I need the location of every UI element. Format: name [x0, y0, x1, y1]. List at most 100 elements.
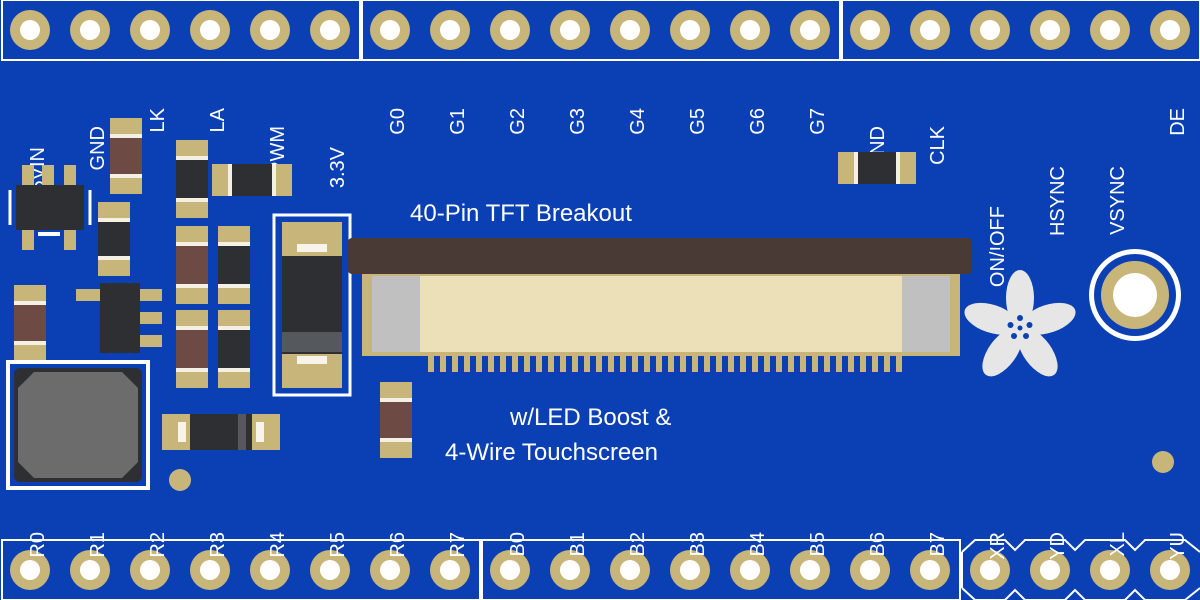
top-pin-label: G2 — [507, 108, 529, 135]
bottom-pin-row — [10, 550, 1190, 590]
bottom-pin-label: B2 — [627, 532, 649, 556]
capacitor-c5 — [380, 382, 412, 458]
bottom-pin-r2 — [130, 550, 170, 590]
top-pin-label: G4 — [627, 108, 649, 135]
bottom-pin-r1 — [70, 550, 110, 590]
top-pin-gnd — [850, 10, 890, 50]
top-pin-label: G0 — [387, 108, 409, 135]
bottom-pin-label: B7 — [927, 532, 949, 556]
top-pin-3-3v — [310, 10, 350, 50]
bottom-pin-label: B5 — [807, 532, 829, 556]
bottom-pin-label: R3 — [207, 532, 229, 558]
sot23-5-ic — [76, 283, 162, 353]
bottom-pin-b1 — [550, 550, 590, 590]
boost-inductor — [6, 360, 150, 490]
top-pin-g1 — [430, 10, 470, 50]
top-pin-label: G5 — [687, 108, 709, 135]
bottom-pin-label: R2 — [147, 532, 169, 558]
top-pin-pwm — [250, 10, 290, 50]
bottom-header-outlines — [1, 539, 1200, 600]
top-header-outlines — [1, 0, 1200, 61]
board-title: 40-Pin TFT Breakout — [410, 200, 632, 227]
top-pin-g0 — [370, 10, 410, 50]
resistor-r5 — [176, 310, 208, 388]
bottom-pin-label: R7 — [447, 532, 469, 558]
bottom-pin-label: B3 — [687, 532, 709, 556]
bottom-pin-label: R4 — [267, 532, 289, 558]
top-pin-la — [190, 10, 230, 50]
touch-header-outline — [961, 539, 1200, 600]
top-pin-clk — [910, 10, 950, 50]
bottom-pin-yu — [1150, 550, 1190, 590]
bottom-pin-r3 — [190, 550, 230, 590]
bottom-pin-r4 — [250, 550, 290, 590]
capacitor-c3 — [218, 226, 250, 304]
top-pin-label: G7 — [807, 108, 829, 135]
bottom-pin-b4 — [730, 550, 770, 590]
top-pin-label: CLK — [927, 125, 949, 165]
board-subtitle-line2: 4-Wire Touchscreen — [445, 439, 658, 466]
bottom-pin-b5 — [790, 550, 830, 590]
bottom-pin-xl — [1090, 550, 1130, 590]
top-pin-g5 — [670, 10, 710, 50]
bottom-pin-yd — [1030, 550, 1070, 590]
top-pin-label: G1 — [447, 108, 469, 135]
capacitor-c4 — [218, 310, 250, 388]
top-pin-label: HSYNC — [1047, 166, 1069, 236]
bottom-pin-label: R5 — [327, 532, 349, 558]
resistor-r1 — [110, 118, 142, 194]
bottom-pin-r6 — [370, 550, 410, 590]
top-pin-g3 — [550, 10, 590, 50]
bottom-pin-b6 — [850, 550, 890, 590]
resistor-r4 — [176, 226, 208, 304]
capacitor-c2 — [176, 140, 208, 218]
top-pin-label: G6 — [747, 108, 769, 135]
top-pin-5vin — [10, 10, 50, 50]
top-pin-lk — [130, 10, 170, 50]
top-pin-g6 — [730, 10, 770, 50]
capacitor-c1 — [98, 202, 130, 276]
fiducial-right — [1152, 451, 1174, 473]
top-pin-vsync — [1090, 10, 1130, 50]
top-pin-label: LA — [207, 107, 229, 132]
top-pin-gnd — [70, 10, 110, 50]
top-pin-label: DE — [1167, 108, 1189, 136]
top-pin-label: 3.3V — [327, 146, 349, 188]
bottom-pin-label: B0 — [507, 532, 529, 556]
fiducial-left — [169, 469, 191, 491]
bottom-pin-b0 — [490, 550, 530, 590]
bottom-pin-r5 — [310, 550, 350, 590]
top-pin-label: PWM — [267, 126, 289, 175]
mounting-hole-icon — [1089, 249, 1181, 341]
top-pin-hsync — [1030, 10, 1070, 50]
bottom-pin-label: R6 — [387, 532, 409, 558]
bottom-pin-r0 — [10, 550, 50, 590]
top-pin-g2 — [490, 10, 530, 50]
top-pin-g4 — [610, 10, 650, 50]
top-pin-g7 — [790, 10, 830, 50]
bottom-pin-label: XL — [1107, 532, 1129, 556]
boost-diode — [272, 213, 352, 397]
bottom-pin-b2 — [610, 550, 650, 590]
bottom-pin-b7 — [910, 550, 950, 590]
top-pin-label: VSYNC — [1107, 166, 1129, 235]
top-pin-row — [10, 10, 1190, 50]
bottom-pin-r7 — [430, 550, 470, 590]
top-pin-label: LK — [147, 107, 169, 132]
fpc-40pin-connector — [348, 238, 972, 372]
bottom-pin-label: R0 — [27, 532, 49, 558]
top-pin-on-off — [970, 10, 1010, 50]
schottky-diode — [162, 414, 280, 450]
adafruit-flower-logo-icon — [964, 270, 1076, 377]
bottom-pin-b3 — [670, 550, 710, 590]
bottom-pin-label: B4 — [747, 532, 769, 556]
top-pin-label: G3 — [567, 108, 589, 135]
sot23-regulator — [8, 165, 92, 250]
top-pin-de — [1150, 10, 1190, 50]
bottom-pin-label: R1 — [87, 532, 109, 558]
bottom-pin-label: B1 — [567, 532, 589, 556]
board-subtitle-line1: w/LED Boost & — [509, 404, 671, 431]
top-pin-label: GND — [87, 126, 109, 170]
